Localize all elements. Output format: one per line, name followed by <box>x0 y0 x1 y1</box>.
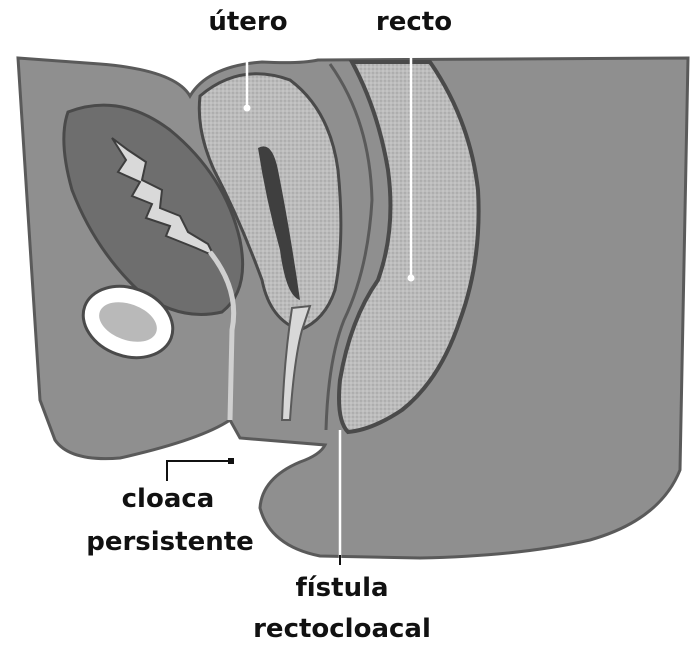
vaginal-channel <box>280 304 312 421</box>
label-fistula-line1: fístula <box>295 573 388 603</box>
label-fistula-line2: rectocloacal <box>253 614 431 644</box>
leader-dot-utero <box>243 104 251 112</box>
pubic-bone-marrow <box>99 302 157 342</box>
urethra-channel <box>208 250 237 421</box>
label-cloaca-line2: persistente <box>86 527 254 557</box>
uterine-cavity <box>258 146 300 300</box>
bladder-lumen <box>111 137 217 259</box>
leader-line-cloaca <box>166 460 231 481</box>
rectum-wall <box>324 63 374 431</box>
leader-dot-cloaca <box>228 458 234 464</box>
label-cloaca-line1: cloaca <box>122 484 215 514</box>
rectum-organ <box>337 60 481 435</box>
label-recto: recto <box>376 7 452 37</box>
leader-dot-recto <box>407 274 415 282</box>
label-utero: útero <box>208 7 287 37</box>
